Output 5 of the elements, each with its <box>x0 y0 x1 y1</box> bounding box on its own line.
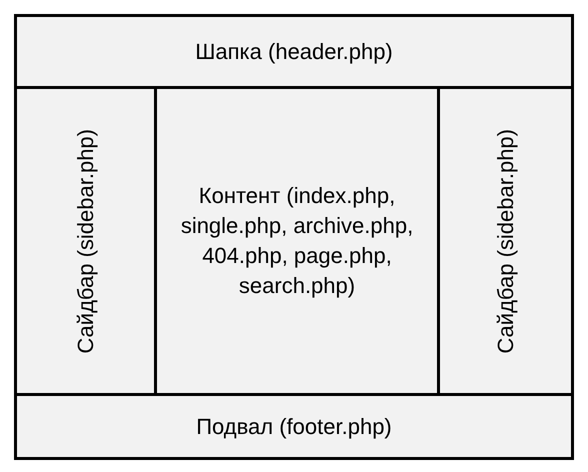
section-label: Сайдбар (sidebar.php) <box>492 128 518 354</box>
section-label: Сайдбар (sidebar.php) <box>72 128 98 354</box>
section-label: Шапка (header.php) <box>194 38 394 66</box>
section-label: Подвал (footer.php) <box>195 412 393 441</box>
section-label: Контент (index.php, single.php, archive.php, 404.php, page.php, search.php) <box>180 182 414 300</box>
